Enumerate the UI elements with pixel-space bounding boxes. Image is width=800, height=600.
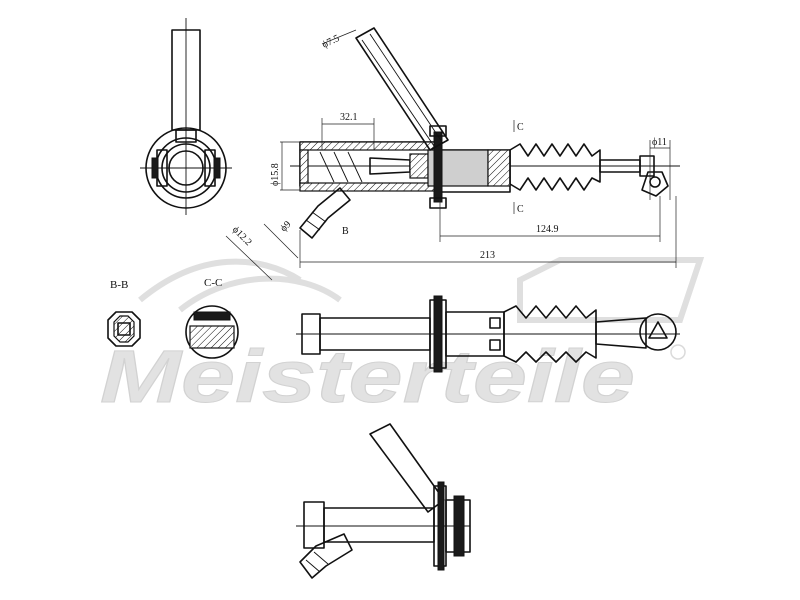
dimension-213: 213 xyxy=(480,250,495,261)
section-mark-c-bottom: C xyxy=(517,204,524,215)
main-section-view xyxy=(290,27,680,239)
dimension-d-9: ϕ9 xyxy=(278,219,293,234)
dimension-d-11: ϕ11 xyxy=(652,137,667,148)
dimension-d-12-2: ϕ12.2 xyxy=(230,224,254,248)
section-mark-b: B xyxy=(342,226,349,237)
bottom-view xyxy=(296,423,471,579)
section-label-cc: C-C xyxy=(204,277,222,289)
watermark: Meisterteile xyxy=(100,257,705,419)
section-mark-c-top: C xyxy=(517,122,524,133)
dimension-d-15-8: ϕ15.8 xyxy=(270,163,281,186)
exterior-view-middle xyxy=(296,295,680,373)
watermark-logo xyxy=(138,257,705,360)
end-view-top-left xyxy=(140,18,232,215)
bellows xyxy=(509,143,601,191)
section-view-cc: C-C xyxy=(185,277,239,359)
dimension-d-tube: ϕ7.5 xyxy=(320,33,341,51)
section-view-bb: B-B xyxy=(107,279,141,347)
dimension-124-9: 124.9 xyxy=(536,224,559,235)
section-label-bb: B-B xyxy=(110,279,128,291)
dimension-32-1: 32.1 xyxy=(340,112,358,123)
watermark-brand-text: Meisterteile xyxy=(100,335,635,418)
